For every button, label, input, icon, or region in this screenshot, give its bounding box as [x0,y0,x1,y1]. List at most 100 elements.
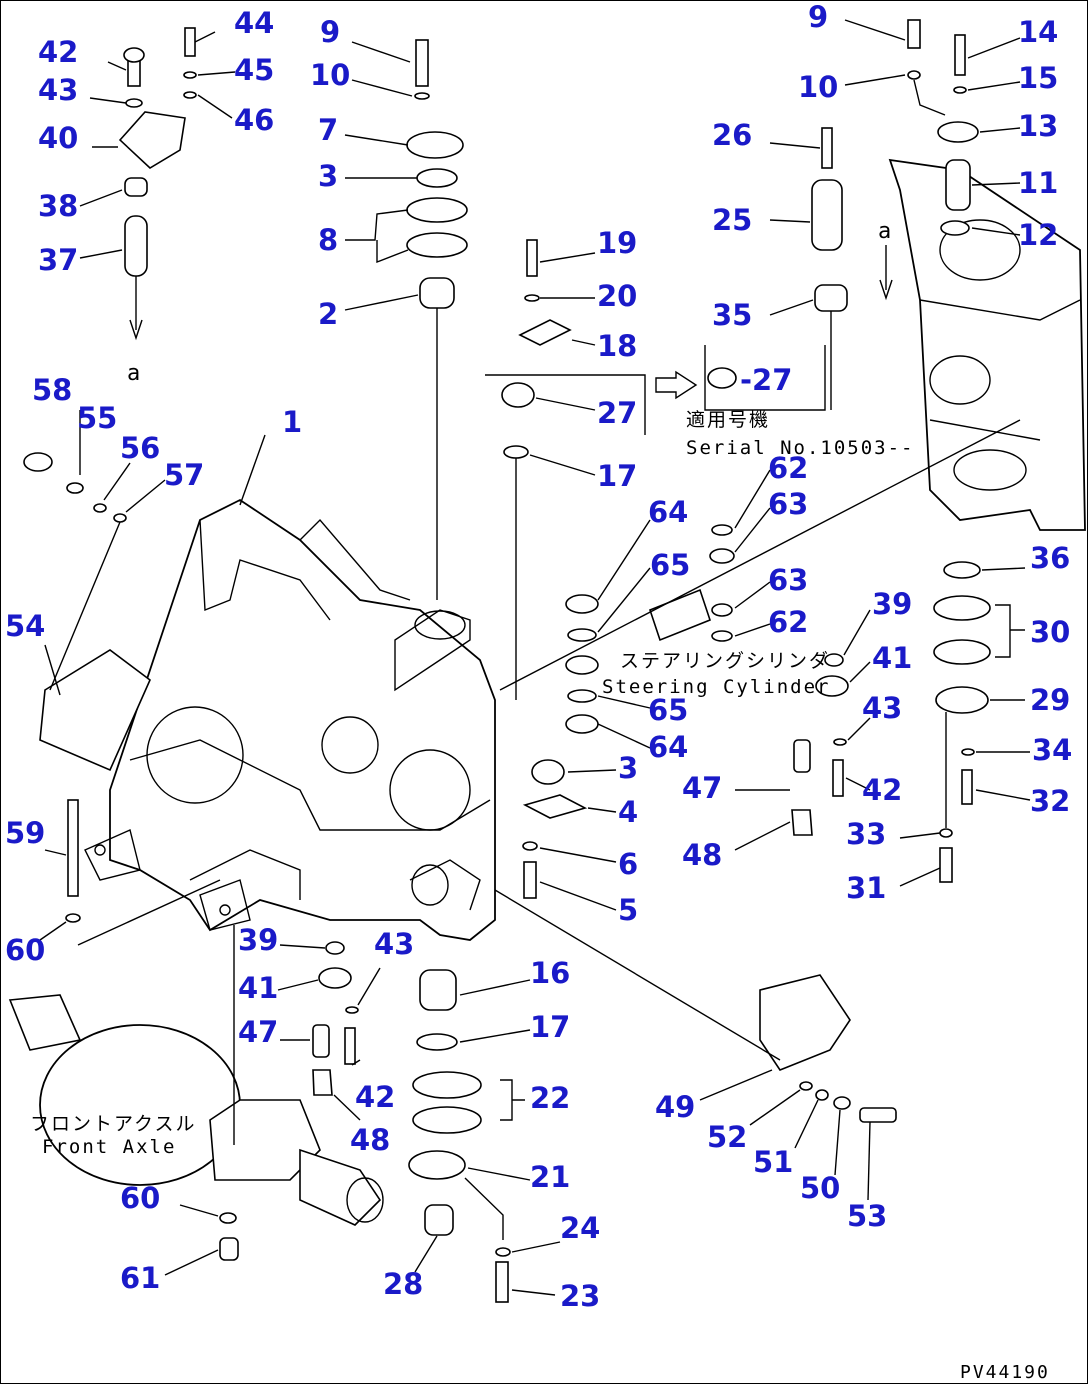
part-label-11: 11 [1018,166,1058,200]
part-label-23: 23 [560,1279,600,1313]
part-label-19: 19 [597,226,637,260]
part-label-46: 46 [234,103,274,137]
pin-11-group [907,19,979,236]
part-label-20: 20 [597,279,637,313]
part-label-15: 15 [1018,61,1058,95]
part-label-40: 40 [38,121,78,155]
part-label-30: 30 [1030,615,1070,649]
part-label-58: 58 [32,373,72,407]
part-label-21: 21 [530,1160,570,1194]
part-label-61: 61 [120,1261,160,1295]
part-label-57: 57 [164,458,204,492]
part-label-65: 65 [650,548,690,582]
leader-lines [39,19,1031,1296]
part-label-42-right: 42 [862,773,902,807]
part-label-25: 25 [712,203,752,237]
part-label-41-lower: 41 [238,971,278,1005]
part-label-51: 51 [753,1145,793,1179]
part-label-64: 64 [648,495,688,529]
serial-note-jp: 適用号機 [686,409,770,431]
part-label-33: 33 [846,817,886,851]
part-label-18: 18 [597,329,637,363]
part-label-52: 52 [707,1120,747,1154]
steering-cylinder-group [499,419,1021,734]
part-label-10-right: 10 [798,70,838,104]
cover-plate-54 [39,649,151,772]
view-letter-a-left: a [127,361,142,386]
cover-plate-49 [759,974,851,1071]
part-label-42: 42 [38,35,78,69]
axle-note-en: Front Axle [42,1136,176,1158]
pin-group-left [118,27,197,277]
part-label-37: 37 [38,243,78,277]
part-label-49: 49 [655,1090,695,1124]
bottom-center-stack [408,969,511,1303]
cylinder-note-en: Steering Cylinder [602,676,830,698]
part-label-32: 32 [1030,784,1070,818]
part-label-17-lower: 17 [530,1010,570,1044]
part-label-28: 28 [383,1267,423,1301]
view-letter-a-right: a [878,219,893,244]
grease-fitting-group-left [219,925,359,1261]
part-label-53: 53 [847,1199,887,1233]
part-label-48-right: 48 [682,838,722,872]
drain-plug-group [799,1081,897,1123]
part-label-43-lower: 43 [374,927,414,961]
part-label-38: 38 [38,189,78,223]
part-label-3: 3 [318,159,338,193]
part-label-42-lower: 42 [355,1080,395,1114]
part-label-43-right: 43 [862,691,902,725]
part-label-5: 5 [618,893,638,927]
part-label-60-lower: 60 [120,1181,160,1215]
part-label-13: 13 [1018,109,1058,143]
part-label-39: 39 [872,587,912,621]
part-number-labels: 44 42 45 43 46 40 38 37 9 10 7 3 8 2 19 … [5,0,1072,1313]
part-label-62-lower: 62 [768,605,808,639]
part-label-50: 50 [800,1171,840,1205]
part-label-8: 8 [318,223,338,257]
part-label-31: 31 [846,871,886,905]
part-label-54: 54 [5,609,45,643]
part-label-14: 14 [1018,15,1058,49]
part-label-24: 24 [560,1211,600,1245]
part-label-59: 59 [5,816,45,850]
lower-center-bolts [522,759,588,899]
part-label-35: 35 [712,298,752,332]
part-label-9-right: 9 [808,0,828,34]
part-label-63: 63 [768,487,808,521]
cylinder-note-jp: ステアリングシリンダ [620,650,830,672]
part-label-12: 12 [1018,218,1058,252]
part-label-43: 43 [38,73,78,107]
part-label-64-lower: 64 [648,730,688,764]
part-label-4: 4 [618,795,638,829]
part-label-63-lower: 63 [768,563,808,597]
part-label-41: 41 [872,641,912,675]
part-label-1: 1 [282,405,302,439]
right-shim-group [933,561,991,883]
part-label-26: 26 [712,118,752,152]
serial-note-en: Serial No.10503-- [686,437,914,459]
part-label-6: 6 [618,847,638,881]
axle-note-jp: フロントアクスル [30,1113,196,1135]
part-label-56: 56 [120,431,160,465]
bolt-plate-group [501,239,737,700]
part-label-62: 62 [768,451,808,485]
part-label-47-right: 47 [682,771,722,805]
part-label-27-serial: -27 [740,363,792,397]
center-pin-stack [406,39,468,600]
part-label-60: 60 [5,933,45,967]
part-label-29: 29 [1030,683,1070,717]
pin-25-group [811,127,848,410]
part-label-44: 44 [234,6,274,40]
part-label-36: 36 [1030,541,1070,575]
part-label-2: 2 [318,297,338,331]
part-label-16: 16 [530,956,570,990]
part-label-9: 9 [320,15,340,49]
part-label-65-lower: 65 [648,693,688,727]
fitting-58-group [23,452,127,691]
long-bolt-59 [65,799,81,923]
part-label-17: 17 [597,459,637,493]
grease-fitting-group-right [791,653,849,836]
